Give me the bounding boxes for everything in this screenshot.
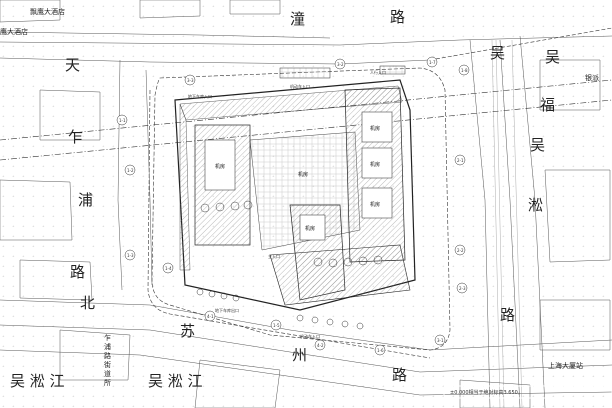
road-tiantong-0: 天: [65, 56, 80, 74]
entrance-labels: 地下车库入口 机动车入口 人行入口 地下车库出口 机动车入口 主入口: [188, 69, 386, 339]
road-suzhou-1: 苏: [180, 322, 195, 340]
road-wu-top-1: 吴: [545, 48, 560, 66]
label-hotel: 飘鹰大酒店: [30, 7, 65, 16]
road-zhapu-0: 乍: [68, 128, 83, 146]
road-wusong-east-1: 淞: [528, 196, 543, 214]
road-suzhou-3: 路: [392, 366, 407, 384]
road-tiantong-1: 潼: [290, 10, 305, 28]
marker-8: 2-1: [457, 158, 464, 163]
note-frame: [443, 385, 612, 399]
road-tiantong-2: 路: [390, 8, 405, 26]
label-shanghai-mansion: 上海大厦站: [548, 361, 583, 370]
site-boundary: [151, 67, 451, 351]
road-wusong-east-2: 路: [500, 306, 515, 324]
elevation-note: ±0.000相当于绝对标高3.650。: [450, 389, 523, 396]
road-zhapu-2: 路: [70, 263, 85, 281]
label-school-0: 乍: [104, 333, 111, 342]
marker-5: 1-6: [377, 348, 384, 353]
road-suzhou-2: 州: [292, 346, 307, 364]
building-labels: 机房 机房 机房 机房 机房 机房: [215, 125, 380, 232]
marker-10: 2-3: [459, 286, 466, 291]
label-right-c: 机房: [370, 201, 380, 208]
marker-9: 2-2: [457, 248, 464, 253]
road-wusong-east-0: 吴: [530, 136, 545, 154]
marker-12: 3-2: [337, 62, 344, 67]
label-hotel-dup: 鹰大酒店: [0, 27, 28, 36]
marker-4: 1-5: [273, 323, 280, 328]
label-school-1: 浦: [104, 342, 111, 351]
road-wusongjiang-2: 吴 淞 江: [148, 372, 203, 390]
road-wusongjiang: 吴 淞 江: [10, 372, 65, 390]
marker-0: 1-1: [119, 118, 126, 123]
north-parking: [279, 65, 406, 79]
label-right-a: 机房: [370, 125, 380, 132]
label-school-4: 道: [104, 369, 111, 378]
marker-3: 1-4: [165, 266, 172, 271]
road-suzhou-0: 北: [80, 294, 95, 312]
landmark-labels: 飘鹰大酒店 鹰大酒店 乍 浦 路 街 道 所 上海大厦站 ±0.000相当于绝对…: [0, 7, 583, 396]
marker-11: 3-1: [437, 338, 444, 343]
marker-15: 4-2: [317, 343, 324, 348]
label-entrance-south-1: 地下车库出口: [215, 307, 239, 313]
road-zhapu-1: 浦: [78, 191, 93, 209]
label-school-5: 所: [104, 378, 111, 387]
road-fu: 福: [540, 96, 555, 114]
marker-6: 1-7: [429, 60, 436, 65]
label-entrance-center: 主入口: [268, 253, 280, 259]
main-building: [174, 79, 416, 330]
road-labels: 潼 路 天 乍 浦 路 北 苏 州 路 吴 淞 路 吴 吴 福 银派 吴 淞 江…: [10, 8, 599, 390]
outer-boundary: [147, 89, 431, 359]
label-school-2: 路: [104, 351, 111, 360]
marker-2: 1-3: [127, 253, 134, 258]
label-entrance-north-3: 人行入口: [370, 69, 386, 75]
section-marker-labels: 1-1 1-2 1-3 1-4 1-5 1-6 1-7 1-8 2-1 2-2 …: [119, 60, 468, 353]
label-school-3: 街: [104, 360, 111, 369]
marker-7: 1-8: [461, 68, 468, 73]
section-markers: [116, 56, 470, 356]
marker-1: 1-2: [127, 168, 134, 173]
marker-13: 3-3: [187, 78, 194, 83]
road-wu-top-0: 吴: [490, 44, 505, 62]
label-mid: 机房: [298, 171, 308, 178]
label-right-b: 机房: [370, 161, 380, 168]
label-entrance-north-1: 地下车库入口: [188, 93, 212, 99]
label-center-south: 机房: [305, 225, 315, 232]
tree-row: [196, 200, 383, 330]
label-entrance-south-2: 机动车入口: [300, 333, 320, 339]
marker-14: 4-1: [207, 314, 214, 319]
label-entrance-north-2: 机动车入口: [290, 83, 310, 89]
label-left-block: 机房: [215, 163, 225, 170]
road-yin: 银派: [585, 73, 599, 82]
